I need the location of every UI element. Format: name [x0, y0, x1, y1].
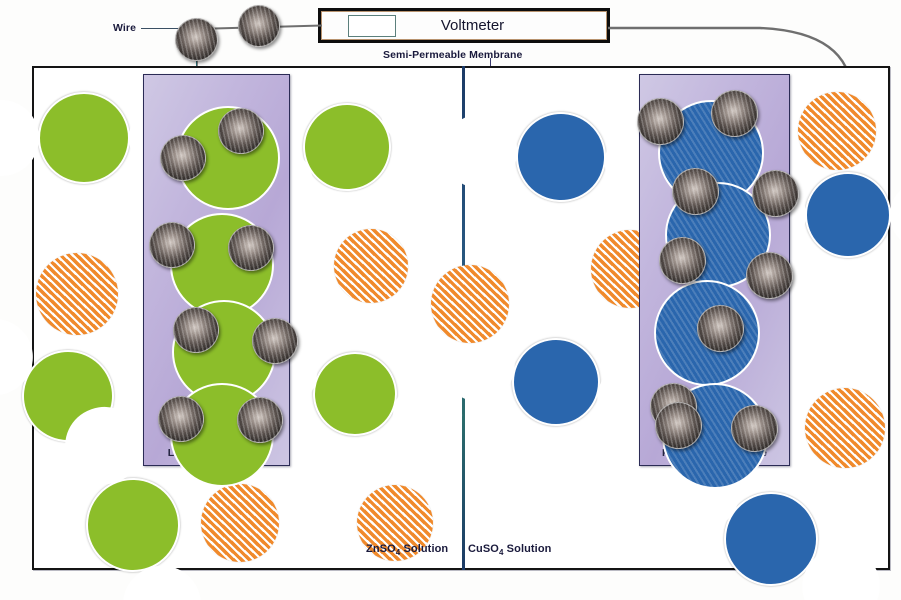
zinc-sulfate-solution-label: ZnSO4 Solution — [366, 543, 449, 558]
voltmeter-label: Voltmeter — [440, 17, 505, 34]
copper-sulfate-solution-label: CuSO4 Solution — [468, 543, 552, 558]
sulfate-ion — [357, 485, 433, 561]
sulfate-ion — [201, 484, 279, 562]
sulfate-ion — [36, 253, 118, 335]
sulfate-ion — [431, 265, 509, 343]
electron-right-electrode — [637, 98, 684, 145]
electron-right-electrode — [659, 237, 706, 284]
electron-left-electrode — [173, 307, 219, 353]
sulfate-ion — [798, 92, 876, 170]
copper-ion-body — [805, 172, 891, 258]
electron-left-electrode — [149, 222, 195, 268]
semi-permeable-membrane-label: Semi-Permeable Membrane — [383, 49, 523, 61]
electron-right-electrode — [697, 305, 744, 352]
wire-label: Wire — [113, 22, 137, 34]
electron-on-wire — [238, 5, 280, 47]
copper-ion-notch-0 — [890, 179, 901, 251]
electron-right-electrode — [711, 90, 758, 137]
electron-left-electrode — [158, 396, 204, 442]
electron-right-electrode — [655, 402, 702, 449]
voltmeter-display — [348, 14, 396, 37]
zinc-ion-body — [38, 92, 130, 184]
voltmeter[interactable]: Voltmeter — [318, 8, 610, 43]
electron-right-electrode — [731, 405, 778, 452]
electron-left-electrode — [252, 318, 298, 364]
cuso4-subscript: 4 — [498, 548, 504, 558]
electron-left-electrode — [218, 108, 264, 154]
electron-left-electrode — [160, 135, 206, 181]
wire-leader-horizontal — [141, 28, 186, 30]
zinc-ion — [0, 92, 205, 184]
znso4-subscript: 4 — [395, 548, 401, 558]
electron-right-electrode — [746, 252, 793, 299]
electron-right-electrode — [672, 168, 719, 215]
electron-left-electrode — [228, 225, 274, 271]
electron-on-wire — [175, 18, 218, 61]
copper-ion — [735, 172, 901, 258]
sulfate-ion — [805, 388, 885, 468]
electron-right-electrode — [752, 170, 799, 217]
sulfate-ion — [334, 229, 408, 303]
electron-left-electrode — [237, 397, 283, 443]
